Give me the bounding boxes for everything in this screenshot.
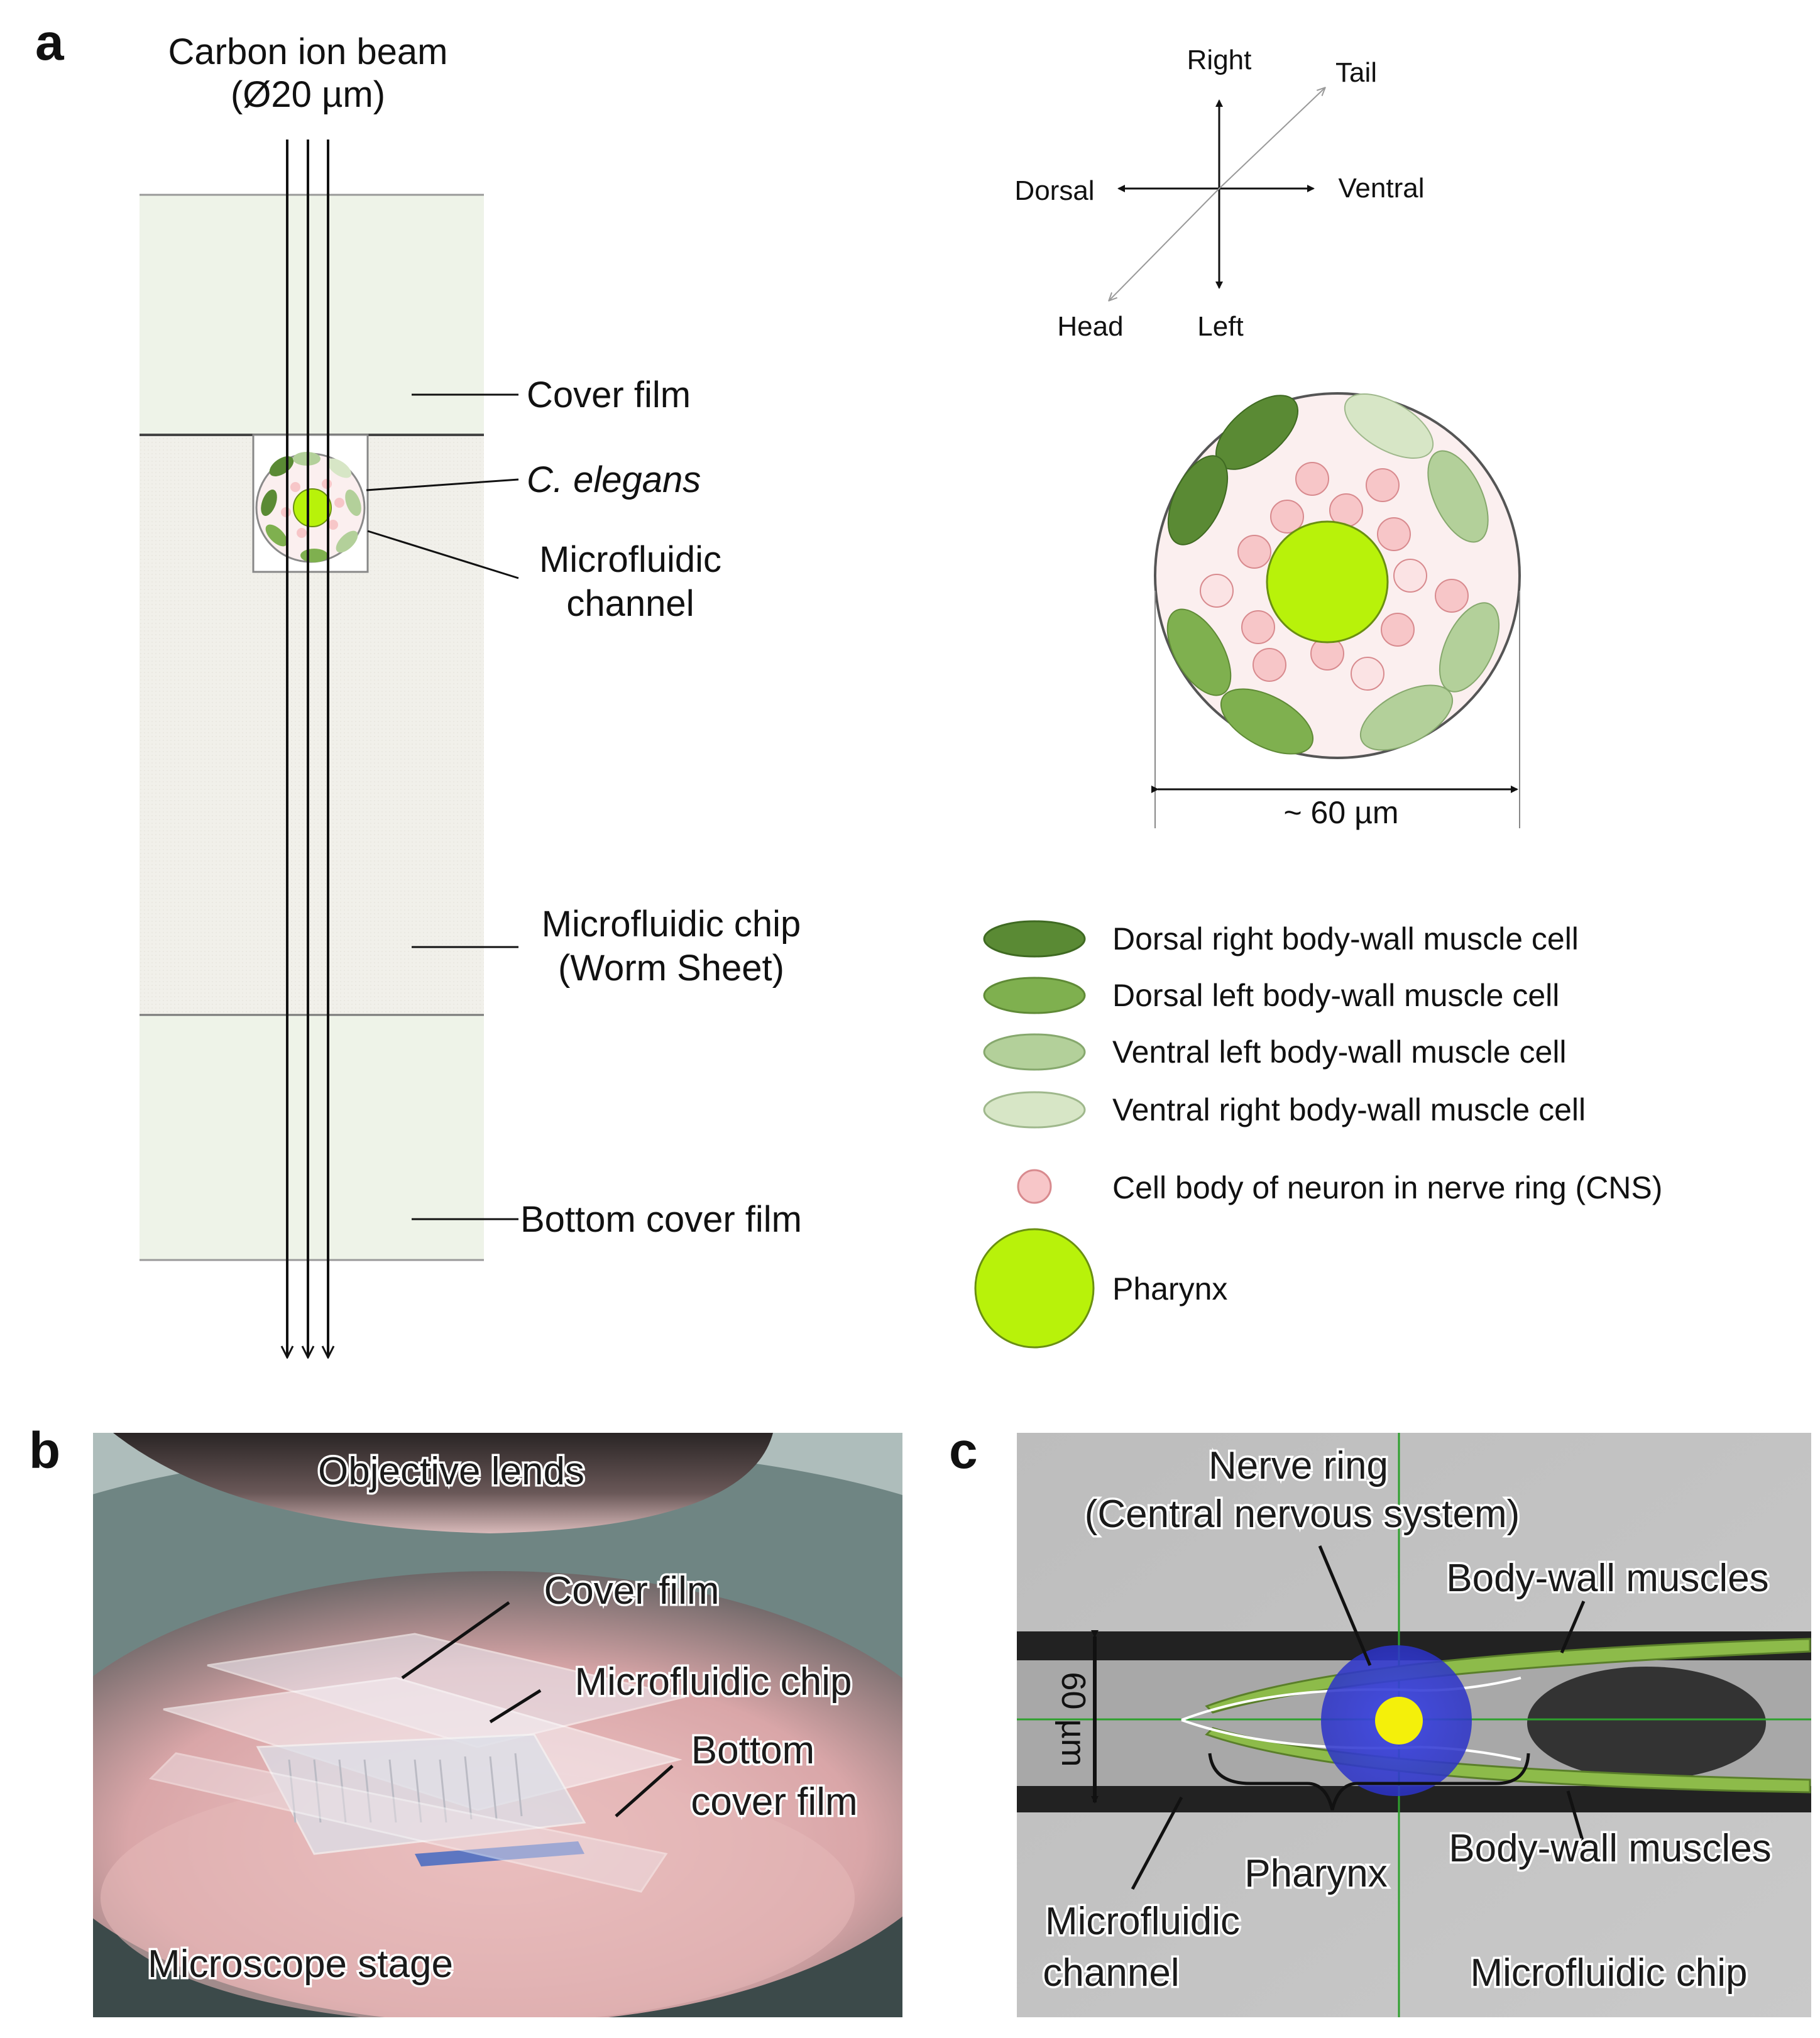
orientation-left: Left — [1197, 311, 1243, 342]
c-elegans-leader — [366, 478, 519, 491]
bottom-film-layer — [140, 1015, 484, 1260]
panel-c-letter: c — [949, 1422, 978, 1479]
orientation-tail: Tail — [1335, 57, 1377, 88]
worm-cross-section-small — [255, 452, 366, 563]
legend-label-pharynx: Pharynx — [1112, 1271, 1227, 1307]
c-muscle-bottom-leader — [1566, 1790, 1586, 1845]
c-muscles-bottom-label: Body-wall muscles — [1449, 1827, 1771, 1870]
b-stage-label: Microscope stage — [148, 1942, 453, 1986]
dimension-label: ~ 60 µm — [1283, 795, 1398, 830]
b-bottom-label-line2: cover film — [691, 1780, 857, 1824]
c-chip-label: Microfluidic chip — [1470, 1951, 1747, 1995]
legend-label-ventral-left: Ventral left body-wall muscle cell — [1112, 1034, 1567, 1070]
legend-swatch-ventral-right — [983, 1091, 1086, 1129]
legend-swatch-dorsal-left — [983, 977, 1086, 1014]
worm-cross-section-large — [1154, 392, 1521, 759]
panel-b-letter: b — [29, 1422, 60, 1479]
c-pharynx-label: Pharynx — [1244, 1852, 1387, 1895]
c-elegans-label: C. elegans — [527, 459, 701, 500]
c-nerve-label-line1: Nerve ring — [1209, 1444, 1388, 1487]
legend-label-ventral-right: Ventral right body-wall muscle cell — [1112, 1092, 1586, 1127]
c-channel-label-line2: channel — [1043, 1951, 1179, 1995]
b-chip-leader — [489, 1689, 542, 1724]
legend-label-neuron: Cell body of neuron in nerve ring (CNS) — [1112, 1170, 1662, 1205]
c-muscle-top-leader — [1560, 1601, 1586, 1653]
legend-swatch-dorsal-right — [983, 920, 1086, 958]
cover-film-label: Cover film — [527, 375, 691, 415]
c-channel-leader — [1131, 1796, 1183, 1890]
panel-b-photo — [93, 1433, 902, 2017]
b-bottom-leader — [615, 1765, 674, 1817]
c-nerve-label-line2: (Central nervous system) — [1085, 1493, 1520, 1536]
channel-label-line2: channel — [566, 583, 694, 624]
b-bottom-label-line1: Bottom — [691, 1729, 814, 1772]
beam-label: Carbon ion beam — [168, 31, 448, 72]
b-cover-label: Cover film — [544, 1569, 719, 1613]
legend-swatch-pharynx — [974, 1228, 1095, 1349]
b-chip-label: Microfluidic chip — [574, 1660, 852, 1704]
panel-c-micrograph — [1017, 1433, 1811, 2017]
channel-label-line1: Microfluidic — [539, 539, 721, 580]
orientation-compass — [1109, 88, 1325, 300]
orientation-right: Right — [1187, 45, 1252, 75]
orientation-dorsal: Dorsal — [1014, 175, 1094, 206]
chip-label-line1: Microfluidic chip — [542, 904, 801, 945]
legend: Dorsal right body-wall muscle cell Dorsa… — [974, 920, 1662, 1349]
legend-label-dorsal-left: Dorsal left body-wall muscle cell — [1112, 978, 1559, 1013]
c-pharynx-brace — [1208, 1753, 1530, 1811]
orientation-head: Head — [1057, 311, 1123, 342]
channel-leader — [367, 530, 519, 579]
chip-label-line2: (Worm Sheet) — [558, 948, 784, 989]
beam-diameter-label: (Ø20 µm) — [231, 74, 385, 115]
b-cover-leader — [401, 1601, 510, 1680]
legend-swatch-neuron — [1017, 1169, 1052, 1204]
c-channel-label-line1: Microfluidic — [1045, 1900, 1240, 1943]
legend-swatch-ventral-left — [983, 1033, 1086, 1071]
bottom-film-label: Bottom cover film — [520, 1199, 802, 1240]
b-objective-label: Objective lends — [318, 1450, 584, 1493]
carbon-ion-beam — [287, 140, 328, 1357]
c-muscles-top-label: Body-wall muscles — [1446, 1557, 1768, 1600]
panel-a-letter: a — [35, 14, 65, 71]
orientation-ventral: Ventral — [1339, 173, 1425, 204]
cover-film-layer — [140, 195, 484, 434]
c-scale-label: 60 µm — [1055, 1672, 1092, 1767]
c-nerve-leader — [1318, 1545, 1372, 1666]
legend-label-dorsal-right: Dorsal right body-wall muscle cell — [1112, 921, 1579, 956]
